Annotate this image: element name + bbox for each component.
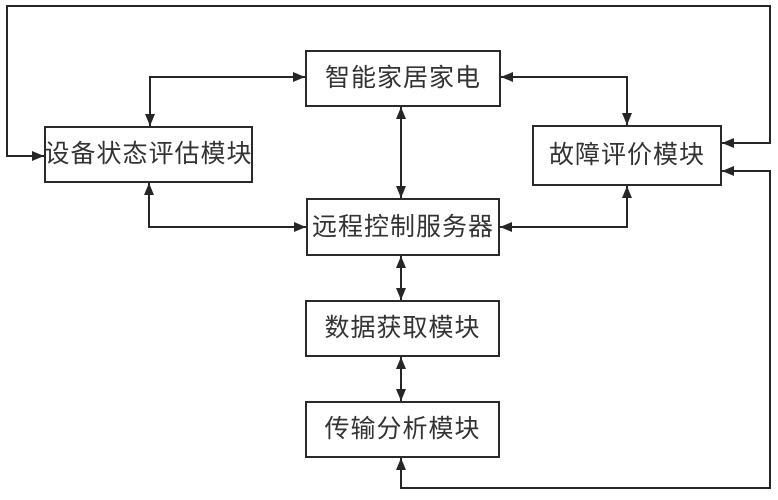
node-device-status-eval-label: 设备状态评估模块: [44, 141, 253, 168]
node-data-acquisition: 数据获取模块: [305, 300, 500, 357]
connector-fault-eval--remote-server: [500, 186, 632, 232]
node-smart-home: 智能家居家电: [305, 50, 501, 107]
connector-device-status-eval--fault-eval-outer-top: [6, 5, 771, 161]
connector-smart-home--fault-eval: [501, 72, 632, 125]
node-transmission-analysis-label: 传输分析模块: [324, 416, 481, 443]
node-data-acquisition-label: 数据获取模块: [324, 315, 481, 342]
node-remote-control-server: 远程控制服务器: [306, 198, 500, 256]
connector-device-status-eval--remote-server: [144, 183, 306, 232]
node-transmission-analysis: 传输分析模块: [305, 401, 500, 458]
node-fault-eval: 故障评价模块: [532, 125, 722, 186]
node-smart-home-label: 智能家居家电: [324, 65, 481, 92]
node-fault-eval-label: 故障评价模块: [548, 142, 705, 169]
connector-transmission-analysis--fault-eval-outer-bottom: [396, 166, 771, 489]
connector-smart-home--device-status-eval: [145, 72, 305, 126]
node-remote-control-server-label: 远程控制服务器: [311, 213, 494, 241]
node-device-status-eval: 设备状态评估模块: [44, 126, 253, 183]
